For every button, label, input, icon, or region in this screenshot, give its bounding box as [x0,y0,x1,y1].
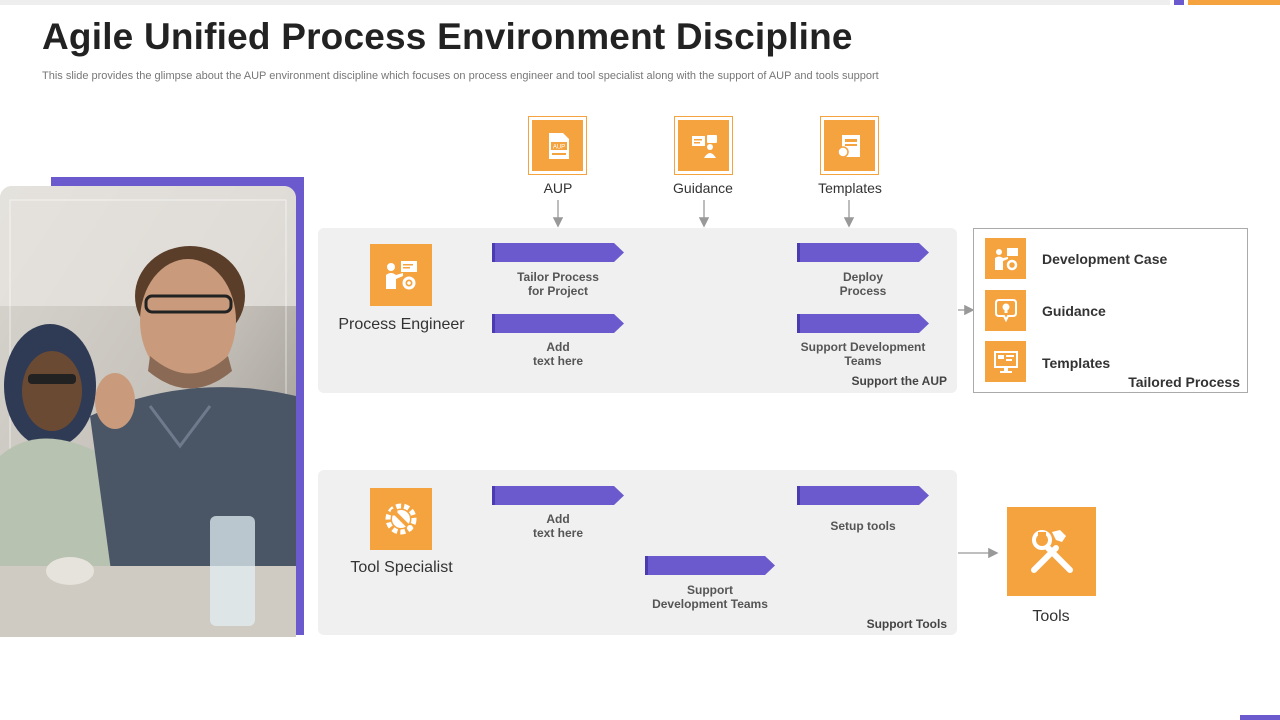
engineer-presentation-icon [370,244,432,306]
page-title: Agile Unified Process Environment Discip… [42,16,853,57]
tailored-item-development-case: Development Case [1042,251,1168,267]
page-subtitle: This slide provides the glimpse about th… [42,70,879,82]
step-arrow-add-ts [492,486,624,505]
bottom-accent-bar [1240,715,1280,720]
top-accent-bar [1188,0,1280,5]
templates-icon [820,116,879,175]
tools-label: Tools [1032,608,1070,625]
tools-icon [1007,507,1096,596]
guidance-idea-icon [985,290,1026,331]
step-arrow-support-pe [797,314,929,333]
input-label-aup: AUP [543,180,573,196]
development-case-icon [985,238,1026,279]
role-label-process-engineer: Process Engineer [338,316,465,333]
step-arrow-deploy [797,243,929,262]
step-arrow-add-pe [492,314,624,333]
role-label-tool-specialist: Tool Specialist [350,559,453,576]
svg-text:AUP: AUP [552,144,564,150]
step-arrow-tailor [492,243,624,262]
input-label-guidance: Guidance [673,180,733,196]
tailored-item-templates: Templates [1042,355,1111,371]
templates-dashboard-icon [985,341,1026,382]
aup-document-icon: AUP [528,116,587,175]
step-arrow-setup [797,486,929,505]
top-divider [0,0,1170,5]
corner-label-support-tools: Support Tools [866,617,947,631]
guidance-presentation-icon [674,116,733,175]
step-arrow-support-ts [645,556,775,575]
corner-label-support-aup: Support the AUP [851,374,947,388]
step-label-setup: Setup tools [830,519,896,533]
gear-wrench-icon [370,488,432,550]
team-meeting-photo [0,186,296,637]
tailored-item-guidance: Guidance [1042,303,1106,319]
tailored-process-caption: Tailored Process [1128,374,1240,390]
top-accent-square [1174,0,1184,5]
input-label-templates: Templates [818,180,882,196]
